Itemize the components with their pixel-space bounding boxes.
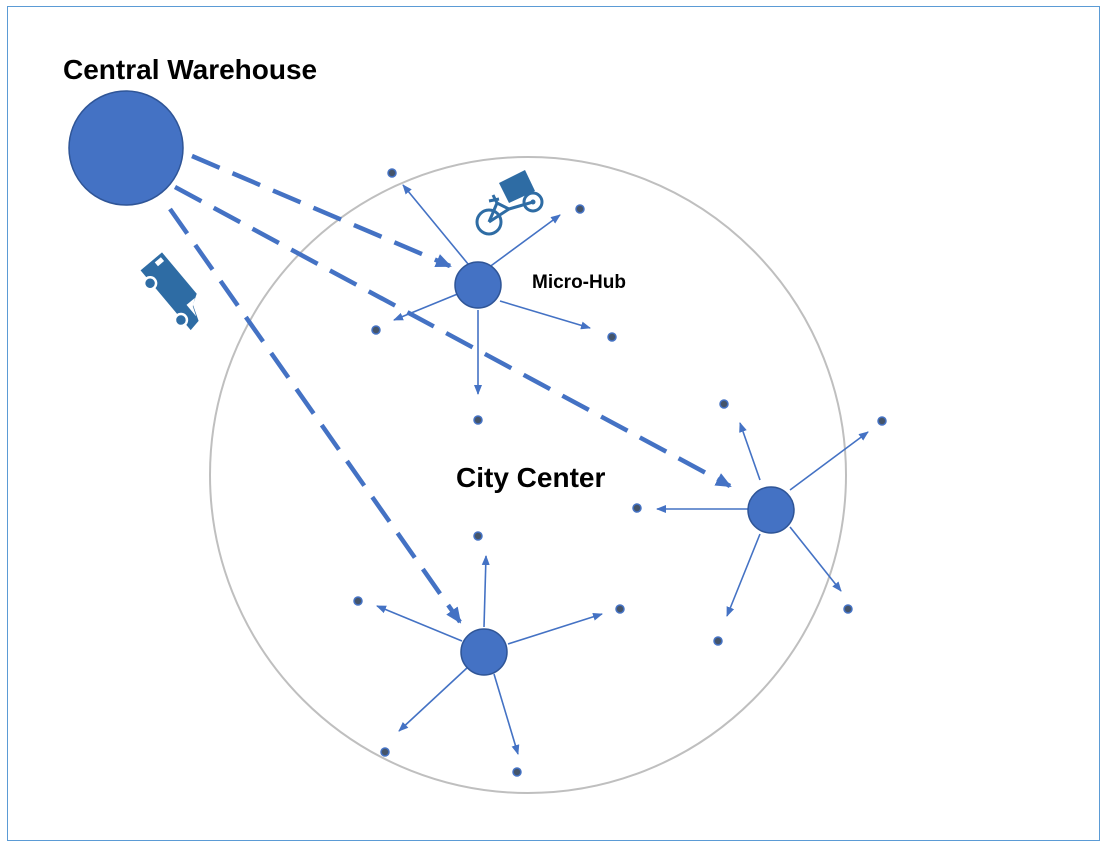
central-warehouse-label: Central Warehouse xyxy=(63,54,318,85)
diagram-frame xyxy=(7,6,1100,841)
delivery-arrow xyxy=(726,533,761,617)
delivery-arrow xyxy=(789,526,842,592)
delivery-arrow xyxy=(507,612,603,645)
destination-dot xyxy=(371,325,381,335)
micro-hub-east xyxy=(656,422,869,617)
delivery-arrow xyxy=(393,292,461,321)
destination-dot xyxy=(512,767,522,777)
destination-dot xyxy=(632,503,642,513)
micro-hub-node xyxy=(460,628,508,676)
feeder-route-to-east-hub xyxy=(173,185,732,488)
destination-dot xyxy=(615,604,625,614)
feeder-route-to-micro-hub xyxy=(191,153,452,269)
city-center-label: City Center xyxy=(456,462,606,493)
delivery-arrow xyxy=(739,422,761,481)
micro-hub-south xyxy=(376,555,603,755)
destination-dot xyxy=(719,399,729,409)
micro-hub-node xyxy=(747,486,795,534)
feeder-route-to-south-hub xyxy=(168,207,462,624)
destination-dot xyxy=(877,416,887,426)
delivery-arrow xyxy=(487,214,561,269)
destination-dot xyxy=(380,747,390,757)
micro-hub-node xyxy=(454,261,502,309)
delivery-arrow xyxy=(376,605,463,642)
delivery-van-icon xyxy=(140,252,199,331)
delivery-arrow xyxy=(499,300,591,330)
delivery-arrow xyxy=(398,666,469,732)
delivery-arrow xyxy=(493,673,520,755)
destination-dot xyxy=(713,636,723,646)
central-warehouse-node xyxy=(68,90,184,206)
delivery-arrow xyxy=(402,184,474,271)
delivery-arrow xyxy=(789,431,869,491)
delivery-arrow xyxy=(481,555,490,628)
cargo-bike-icon xyxy=(475,170,544,236)
city-center-boundary xyxy=(209,156,847,794)
destination-dot xyxy=(353,596,363,606)
destination-dot xyxy=(387,168,397,178)
destination-dot xyxy=(473,415,483,425)
destination-dot xyxy=(843,604,853,614)
micro-hub-north xyxy=(393,184,591,395)
destination-dot xyxy=(473,531,483,541)
micro-hub-label: Micro-Hub xyxy=(532,272,626,293)
destination-dot xyxy=(575,204,585,214)
destination-dot xyxy=(607,332,617,342)
